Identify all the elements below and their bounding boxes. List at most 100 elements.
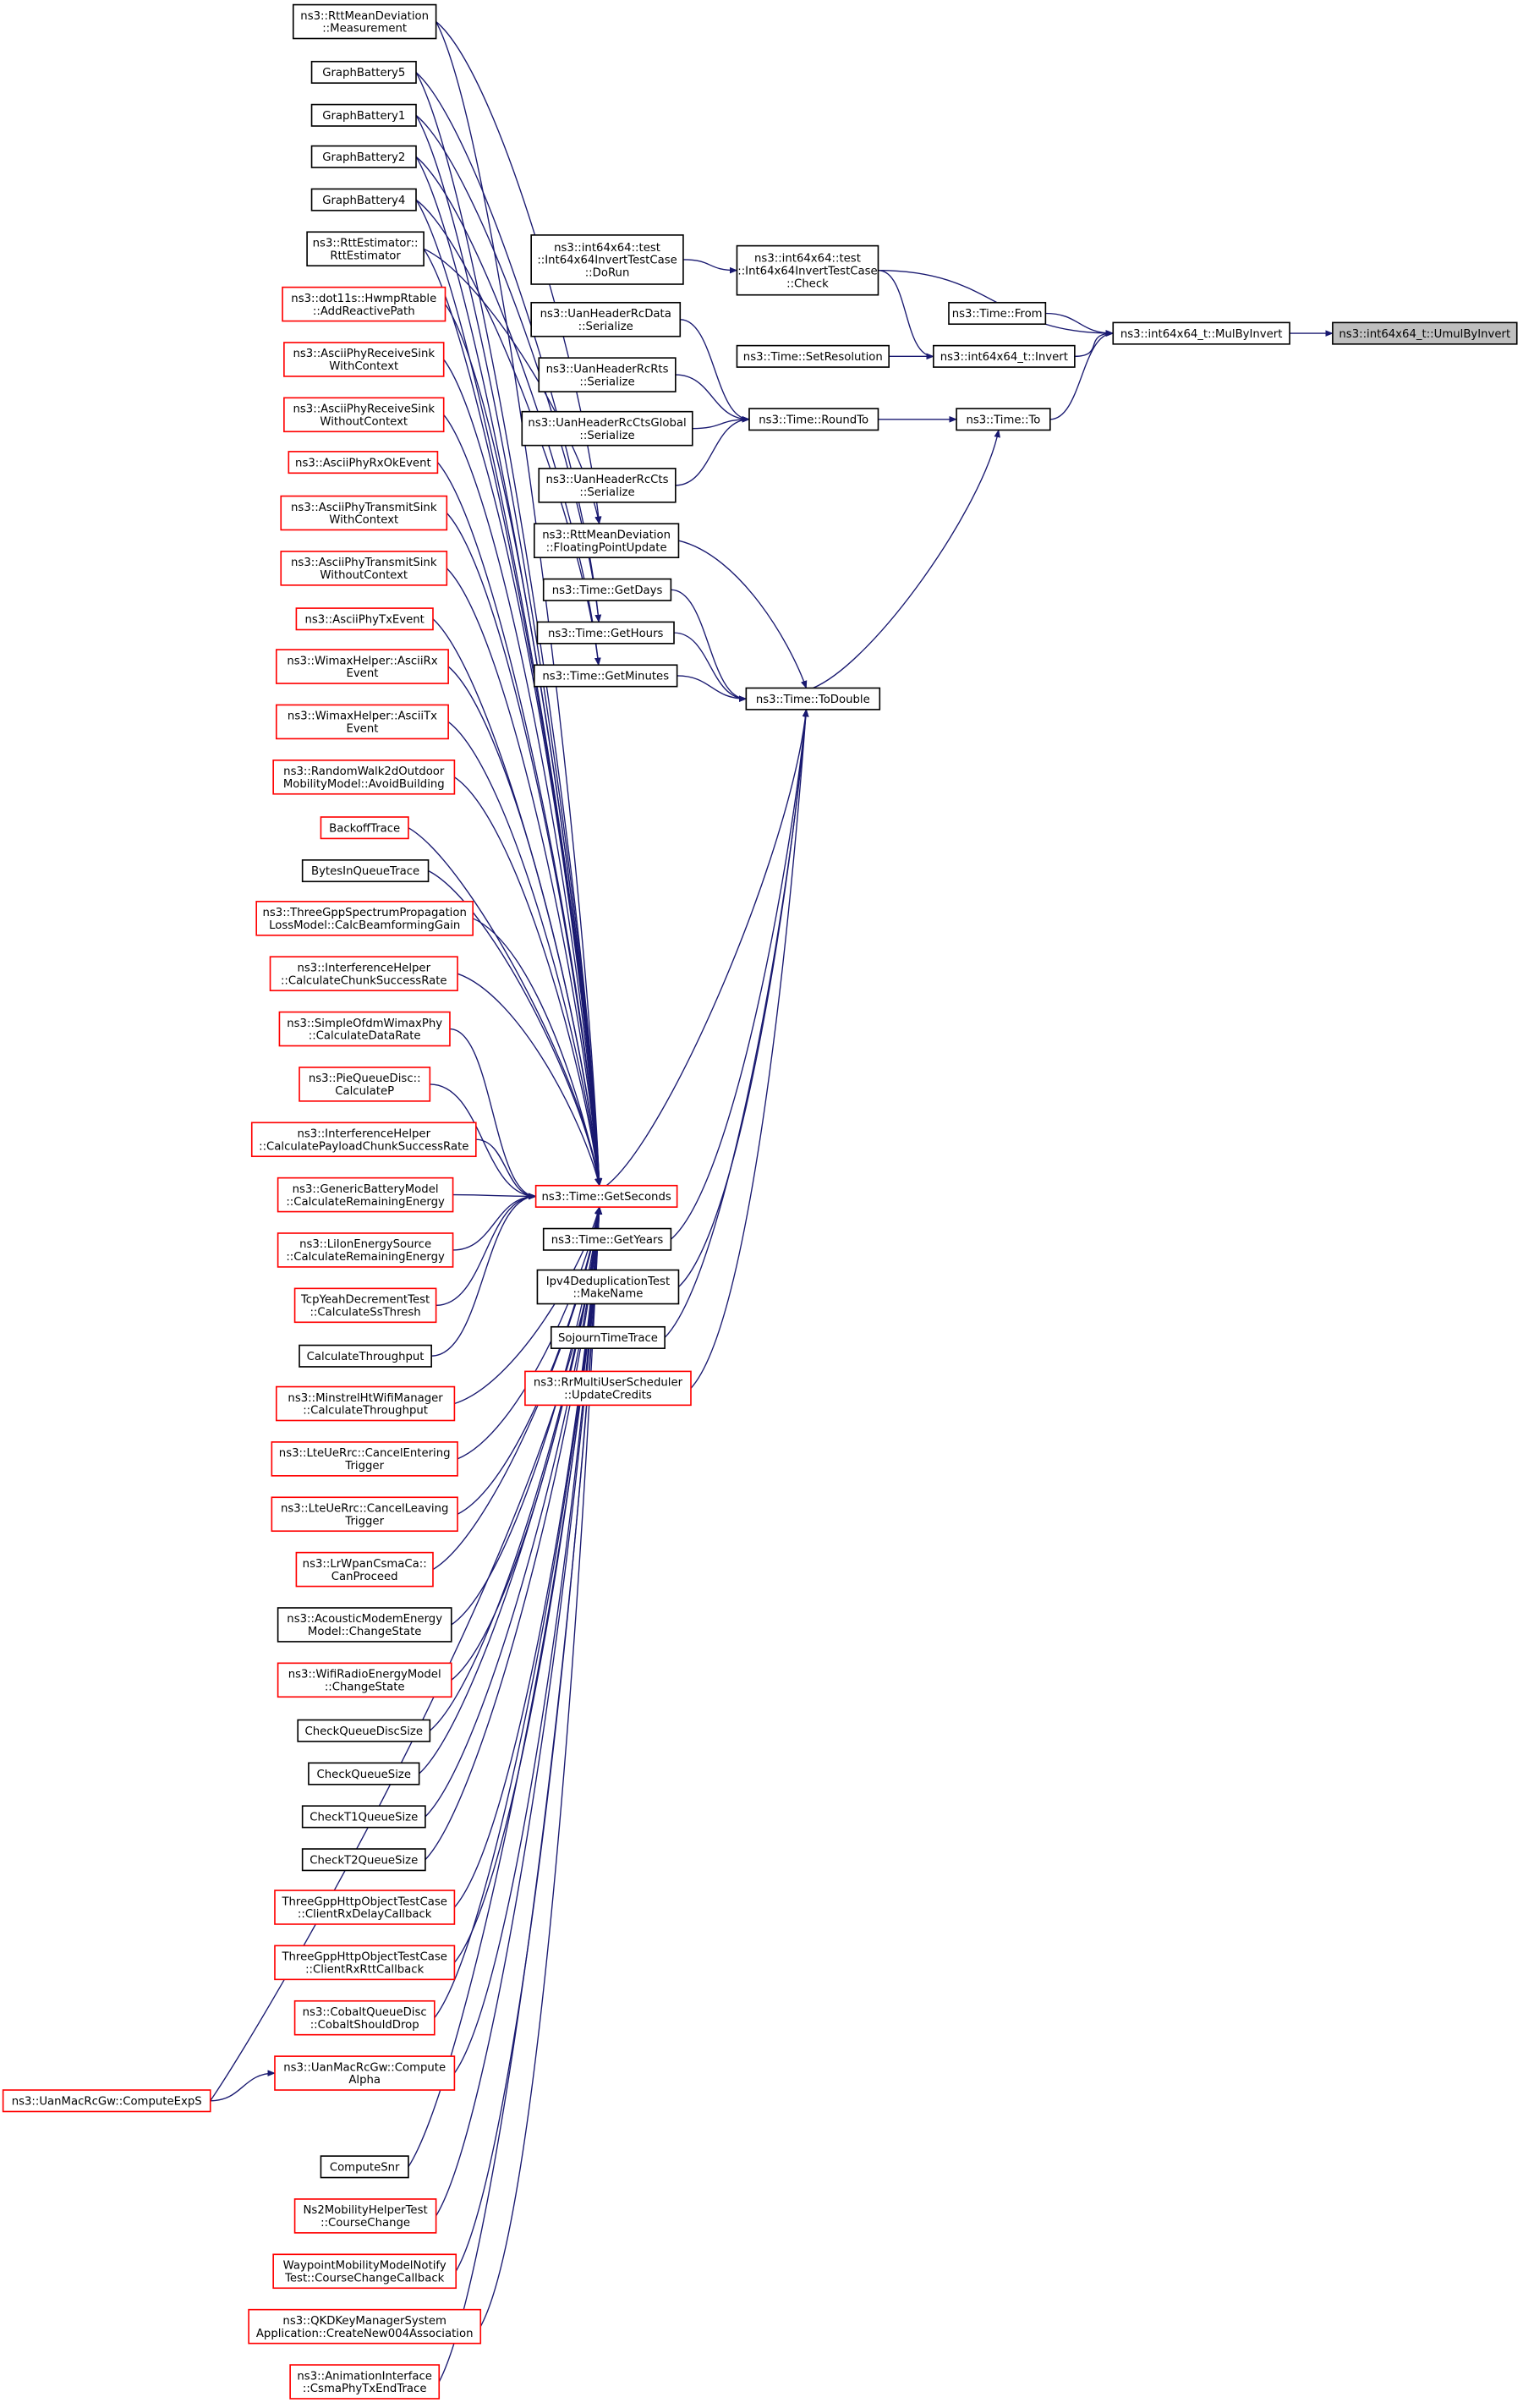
function-node-days[interactable]: ns3::Time::GetDays	[542, 578, 672, 601]
node-box	[288, 451, 439, 474]
function-node-n6[interactable]: ns3::RttEstimator::RttEstimator	[306, 231, 425, 267]
function-node-from[interactable]: ns3::Time::From	[948, 301, 1047, 326]
node-box	[310, 103, 417, 127]
call-edge-minutes-to-toDouble	[677, 675, 748, 702]
function-node-n20[interactable]: ns3::InterferenceHelper::CalculateChunkS…	[269, 956, 458, 991]
node-label: ns3::InterferenceHelper	[298, 962, 431, 974]
function-node-setRes[interactable]: ns3::Time::SetResolution	[736, 344, 890, 368]
node-label: ns3::Time::ToDouble	[756, 694, 870, 706]
function-node-serRts[interactable]: ns3::UanHeaderRcRts::Serialize	[538, 357, 677, 392]
function-node-n32[interactable]: ns3::AcousticModemEnergyModel::ChangeSta…	[277, 1607, 452, 1643]
node-label: ns3::Time::GetHours	[548, 628, 664, 640]
function-node-n17[interactable]: BackoffTrace	[320, 816, 409, 840]
function-node-n28[interactable]: ns3::MinstrelHtWifiManager::CalculateThr…	[275, 1385, 456, 1422]
function-node-serCts[interactable]: ns3::UanHeaderRcCts::Serialize	[538, 468, 677, 503]
function-node-n37[interactable]: CheckT2QueueSize	[301, 1848, 426, 1872]
function-node-n27[interactable]: CalculateThroughput	[299, 1344, 432, 1368]
node-box	[533, 523, 680, 558]
node-label: ns3::InterferenceHelper	[298, 1128, 431, 1141]
call-edge-n2-to-seconds	[415, 72, 603, 1187]
node-box	[275, 1385, 456, 1422]
function-node-serCtsG[interactable]: ns3::UanHeaderRcCtsGlobal::Serialize	[521, 410, 693, 447]
call-edge-serRts-to-roundTo	[675, 374, 750, 423]
function-node-n26[interactable]: TcpYeahDecrementTest::CalculateSsThresh	[293, 1287, 437, 1324]
function-node-n25[interactable]: ns3::LiIonEnergySource::CalculateRemaini…	[277, 1232, 454, 1268]
function-node-n45[interactable]: ns3::QKDKeyManagerSystemApplication::Cre…	[248, 2308, 482, 2345]
function-node-doRun[interactable]: ns3::int64x64::test::Int64x64InvertTestC…	[530, 234, 684, 285]
function-node-roundTo[interactable]: ns3::Time::RoundTo	[748, 408, 879, 431]
function-node-toDouble[interactable]: ns3::Time::ToDouble	[745, 687, 881, 710]
call-edge-n32-to-seconds	[451, 1206, 602, 1626]
node-label: WithContext	[329, 514, 398, 527]
function-node-n38[interactable]: ThreeGppHttpObjectTestCase::ClientRxDela…	[274, 1890, 456, 1925]
function-node-n1[interactable]: ns3::RttMeanDeviation::Measurement	[292, 3, 437, 40]
function-node-n42[interactable]: ComputeSnr	[320, 2155, 409, 2179]
function-node-makeName[interactable]: Ipv4DeduplicationTest::MakeName	[536, 1269, 680, 1305]
function-node-invert[interactable]: ns3::int64x64_t::Invert	[933, 344, 1076, 368]
function-node-n4[interactable]: GraphBattery2	[310, 145, 417, 168]
node-label: ns3::UanHeaderRcCtsGlobal	[528, 417, 686, 430]
function-node-n43[interactable]: Ns2MobilityHelperTest::CourseChange	[293, 2198, 437, 2234]
node-label: ns3::WifiRadioEnergyModel	[288, 1669, 441, 1681]
call-edge-n20-to-seconds	[457, 973, 601, 1187]
function-node-n46[interactable]: ns3::AnimationInterface::CsmaPhyTxEndTra…	[289, 2364, 441, 2400]
function-node-credits[interactable]: ns3::RrMultiUserScheduler::UpdateCredits	[524, 1370, 692, 1407]
function-node-n10[interactable]: ns3::AsciiPhyRxOkEvent	[288, 451, 439, 474]
function-node-hours[interactable]: ns3::Time::GetHours	[536, 621, 675, 645]
function-node-n22[interactable]: ns3::PieQueueDisc::CalculateP	[299, 1067, 431, 1102]
function-node-n24[interactable]: ns3::GenericBatteryModel::CalculateRemai…	[277, 1177, 454, 1213]
function-node-n35[interactable]: CheckQueueSize	[308, 1762, 420, 1785]
function-node-n13[interactable]: ns3::AsciiPhyTxEvent	[295, 607, 434, 631]
node-label: GraphBattery1	[322, 110, 405, 123]
function-node-check[interactable]: ns3::int64x64::test::Int64x64InvertTestC…	[736, 244, 879, 296]
node-label: ns3::AsciiPhyTransmitSink	[291, 557, 437, 569]
node-label: ::CalculateChunkSuccessRate	[281, 974, 447, 987]
function-node-n44[interactable]: WaypointMobilityModelNotifyTest::CourseC…	[272, 2253, 457, 2290]
function-node-n3[interactable]: GraphBattery1	[310, 103, 417, 127]
function-node-fpu[interactable]: ns3::RttMeanDeviation::FloatingPointUpda…	[533, 523, 680, 558]
function-node-to[interactable]: ns3::Time::To	[956, 408, 1051, 431]
function-node-n39[interactable]: ThreeGppHttpObjectTestCase::ClientRxRttC…	[274, 1945, 456, 1981]
function-node-n5[interactable]: GraphBattery4	[310, 188, 417, 211]
function-node-n33[interactable]: ns3::WifiRadioEnergyModel::ChangeState	[277, 1662, 452, 1698]
function-node-serData[interactable]: ns3::UanHeaderRcData::Serialize	[530, 301, 682, 337]
node-label: ::CalculateRemainingEnergy	[286, 1251, 445, 1264]
function-node-n19[interactable]: ns3::ThreeGppSpectrumPropagationLossMode…	[255, 901, 474, 936]
node-label: ns3::int64x64_t::Invert	[940, 351, 1068, 364]
node-label: ns3::int64x64_t::MulByInvert	[1120, 328, 1283, 341]
function-node-n16[interactable]: ns3::RandomWalk2dOutdoorMobilityModel::A…	[272, 759, 456, 795]
function-node-mulBy[interactable]: ns3::int64x64_t::MulByInvert	[1112, 321, 1290, 345]
function-node-expS[interactable]: ns3::UanMacRcGw::ComputeExpS	[2, 2089, 211, 2113]
node-box	[524, 1370, 692, 1407]
function-node-n7[interactable]: ns3::dot11s::HwmpRtable::AddReactivePath	[282, 286, 446, 322]
function-node-sojourn[interactable]: SojournTimeTrace	[550, 1325, 666, 1349]
function-node-n23[interactable]: ns3::InterferenceHelper::CalculatePayloa…	[250, 1122, 477, 1158]
function-node-n31[interactable]: ns3::LrWpanCsmaCa::CanProceed	[295, 1551, 434, 1588]
node-box	[301, 859, 430, 883]
node-label: ThreeGppHttpObjectTestCase	[281, 1895, 446, 1908]
function-node-minutes[interactable]: ns3::Time::GetMinutes	[533, 664, 678, 688]
function-node-n21[interactable]: ns3::SimpleOfdmWimaxPhy::CalculateDataRa…	[278, 1011, 451, 1047]
function-node-years[interactable]: ns3::Time::GetYears	[542, 1227, 672, 1251]
function-node-n36[interactable]: CheckT1QueueSize	[301, 1805, 426, 1829]
function-node-n18[interactable]: BytesInQueueTrace	[301, 859, 430, 883]
function-node-seconds[interactable]: ns3::Time::GetSeconds	[534, 1184, 678, 1208]
node-label: ns3::SimpleOfdmWimaxPhy	[287, 1018, 442, 1030]
function-node-n40[interactable]: ns3::CobaltQueueDisc::CobaltShouldDrop	[293, 1999, 436, 2036]
node-label: BackoffTrace	[329, 822, 400, 835]
node-box	[293, 1287, 437, 1324]
function-node-n34[interactable]: CheckQueueDiscSize	[297, 1719, 431, 1742]
node-label: ns3::CobaltQueueDisc	[303, 2006, 427, 2019]
node-label: ::AddReactivePath	[313, 305, 415, 318]
function-node-n2[interactable]: GraphBattery5	[310, 60, 417, 84]
